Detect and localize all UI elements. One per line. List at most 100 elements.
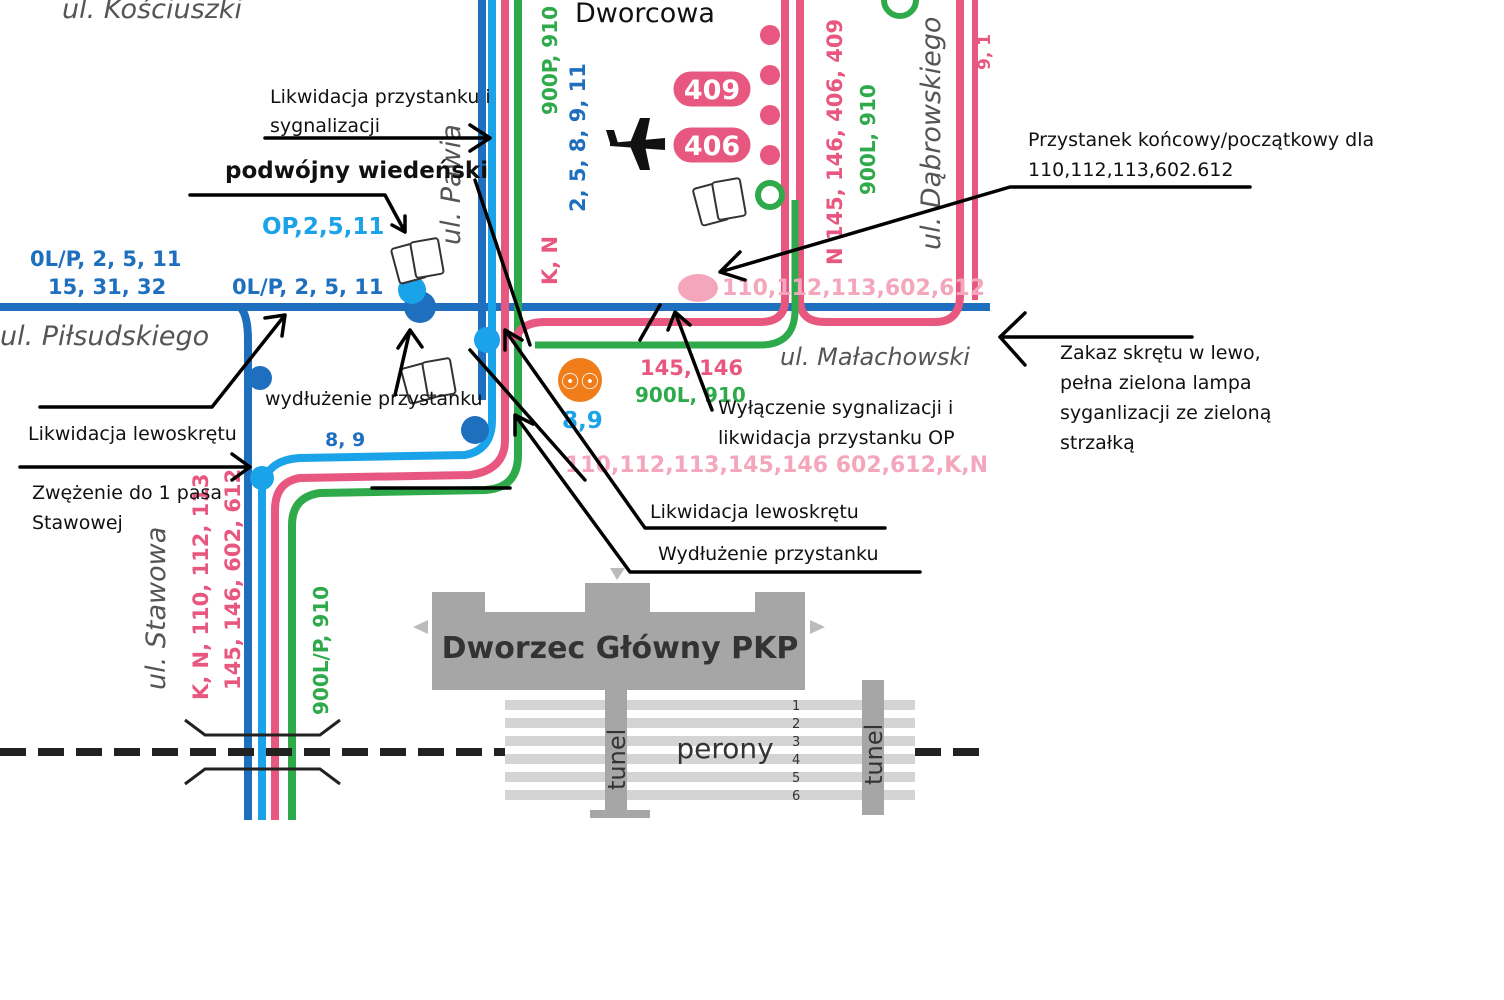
- ann-likwidacja-lewoskretu-1: Likwidacja lewoskrętu: [28, 423, 237, 445]
- annotations: Likwidacja przystanku i sygnalizacji pod…: [28, 86, 1374, 565]
- tunnel-left: [605, 690, 627, 815]
- entrance-right-icon: [810, 620, 825, 634]
- ann-podwojny: podwójny wiedeński: [225, 158, 488, 184]
- tunnel-left-label: tunel: [603, 729, 631, 790]
- label-green-vertical-2: 900L, 910: [856, 84, 880, 195]
- arrow-zakaz: [998, 311, 1194, 367]
- street-kosciuszki: ul. Kościuszki: [62, 0, 242, 25]
- label-stawowa-green: 900L/P, 910: [309, 586, 333, 715]
- badge-409[interactable]: [670, 68, 754, 110]
- platform-numbers: 1 2 3 4 5 6: [792, 699, 800, 804]
- green-corner-circle: [881, 0, 919, 19]
- route-labels: 0L/P, 2, 5, 11 15, 31, 32 0L/P, 2, 5, 11…: [30, 6, 995, 715]
- arrow-likwidacja-lewoskretu-1: [18, 452, 252, 482]
- blue-line-stawowa: [236, 304, 252, 820]
- tunnel-right: [862, 680, 884, 815]
- arrow-podwojny: [188, 193, 407, 234]
- label-stawowa-pink-1: K, N, 110, 112, 113: [189, 473, 213, 700]
- arrow-wylaczenie: [666, 310, 714, 412]
- dworcowa-bump-3: [760, 105, 780, 125]
- annotation-arrows: [18, 123, 1252, 574]
- pink-line-malachowski: [511, 0, 789, 342]
- label-green-900l: 900L, 910: [635, 383, 746, 407]
- label-dabrowskiego-side: 9, 1: [975, 34, 995, 70]
- pink-line-loop-right: [796, 0, 964, 326]
- bike-station-icon[interactable]: [558, 358, 602, 402]
- ann-zakaz-1: Zakaz skrętu w lewo,: [1060, 342, 1261, 364]
- bike-glyph: ☉☉: [560, 370, 599, 395]
- arrow-przystanek-koncowy: [718, 185, 1252, 282]
- label-blue-left-top: 0L/P, 2, 5, 11: [30, 247, 182, 271]
- ticket-icon-2: [409, 237, 445, 279]
- platforms-label: perony: [676, 732, 773, 765]
- ann-przystanek-koncowy-1: Przystanek końcowy/początkowy dla: [1028, 129, 1374, 151]
- svg-text:5: 5: [792, 771, 800, 786]
- arrow-wylaczenie-2: [638, 303, 662, 342]
- station-building: Dworzec Główny PKP: [413, 568, 825, 690]
- svg-text:4: 4: [792, 753, 800, 768]
- label-cyan-stop: OP,2,5,11: [262, 214, 384, 240]
- route-lines: [0, 0, 990, 820]
- ticket-icon-4: [421, 357, 457, 399]
- svg-text:3: 3: [792, 735, 800, 750]
- entrance-left-icon: [413, 620, 428, 634]
- ann-zakaz-2: pełna zielona lampa: [1060, 372, 1252, 394]
- label-blue-mid: 0L/P, 2, 5, 11: [232, 275, 384, 299]
- pink-line-stawowa: [271, 0, 509, 820]
- stop-markers: ☉☉: [248, 274, 718, 490]
- ann-przystanek-koncowy-2: 110,112,113,602.612: [1028, 159, 1233, 181]
- dworcowa-bump-4: [760, 145, 780, 165]
- stop-terminal-pink[interactable]: [678, 274, 718, 302]
- street-malachowski: ul. Małachowski: [780, 343, 970, 371]
- ann-likwidacja-przystanku-2: sygnalizacji: [270, 115, 380, 137]
- railway: [0, 718, 990, 786]
- entrance-top-icon: [610, 568, 625, 580]
- arrow-wydluzenie-2: [513, 413, 922, 574]
- label-pink-terminal: 110,112,113,602,612: [722, 276, 985, 301]
- airplane-icon: [606, 118, 665, 170]
- platforms: perony tunel tunel 1 2 3 4 5 6: [505, 680, 915, 818]
- green-line-stawowa: [288, 0, 522, 820]
- street-names: ul. Kościuszki ul. Piłsudskiego ul. Pawi…: [0, 0, 970, 690]
- badge-406[interactable]: [670, 124, 754, 166]
- label-pink-bottom-long: 110,112,113,145,146 602,612,K,N: [565, 453, 988, 478]
- svg-text:1: 1: [792, 699, 800, 714]
- station-shape: [432, 583, 805, 690]
- arrow-wydluzenie-1: [393, 328, 424, 397]
- badge-409-label: 409: [684, 75, 740, 106]
- label-pink-kn: K, N: [538, 236, 562, 285]
- station-name: Dworzec Główny PKP: [442, 631, 799, 666]
- label-blue-left-bottom: 15, 31, 32: [48, 275, 166, 299]
- label-blue-vertical-1: 2, 5, 8, 9, 11: [566, 63, 590, 212]
- stop-stawowa-blue[interactable]: [248, 366, 272, 390]
- label-stawowa-pink-2: 145, 146, 602, 612: [221, 469, 245, 690]
- label-pink-vertical-2: N 145, 146, 406, 409: [823, 19, 847, 265]
- ann-zwezenie-1: Zwężenie do 1 pasa: [32, 482, 222, 504]
- stop-pawia-lower[interactable]: [461, 416, 489, 444]
- street-pilsudskiego: ul. Piłsudskiego: [0, 321, 209, 352]
- ticket-icon-6: [711, 177, 747, 221]
- tunnel-right-label: tunel: [860, 724, 888, 785]
- green-line-malachowski: [535, 200, 799, 349]
- dworcowa-bump-2: [760, 65, 780, 85]
- arrow-likwidacja-lewoskretu-2: [503, 328, 887, 530]
- dworcowa-bump-1: [760, 25, 780, 45]
- ann-likwidacja-przystanku-1: Likwidacja przystanku i: [270, 86, 491, 108]
- badge-406-label: 406: [684, 131, 740, 162]
- stop-pawia-cyan[interactable]: [474, 327, 500, 353]
- ann-wylaczenie-2: likwidacja przystanku OP: [718, 427, 955, 449]
- stop-stawowa-cyan[interactable]: [250, 466, 274, 490]
- street-stawowa: ul. Stawowa: [141, 527, 172, 690]
- street-pawia: ul. Pawia: [436, 124, 467, 245]
- arrow-diagonal-small: [468, 348, 587, 482]
- ann-likwidacja-lewoskretu-2: Likwidacja lewoskrętu: [650, 501, 859, 523]
- ann-wylaczenie-1: Wyłączenie sygnalizacji i: [718, 397, 953, 419]
- svg-text:2: 2: [792, 717, 800, 732]
- ann-wydluzenie-1: wydłużenie przystanku: [265, 388, 483, 410]
- dworcowa-bump-5: [755, 180, 785, 210]
- arrow-pilsudskiego: [38, 313, 287, 409]
- arrow-likwidacja-przystanku: [263, 123, 492, 153]
- ann-zwezenie-2: Stawowej: [32, 512, 123, 534]
- ann-zakaz-3: syganlizacji ze zieloną: [1060, 402, 1271, 424]
- label-green-vertical-1: 900P, 910: [538, 6, 562, 115]
